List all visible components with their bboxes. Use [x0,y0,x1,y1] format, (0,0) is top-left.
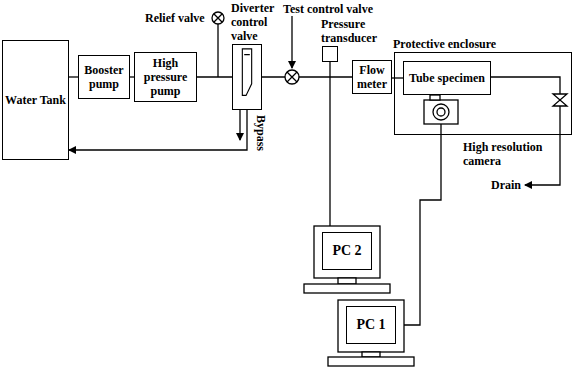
pump-box: High pressure pump [134,52,197,102]
enclosure-region: Protective enclosureTube specimen [394,52,572,135]
valve-label: Test control valve [282,2,374,16]
monitor-frame [314,226,380,278]
node-text: PC 2 [330,243,363,259]
camera-body [424,100,458,124]
bypass-pipe [239,110,240,140]
node-text: Booster pump [79,62,129,92]
test-valve-symbol [285,70,299,84]
node-text: High pressure pump [135,55,196,99]
monitor-stand [362,352,380,357]
pipe-connector [69,110,247,150]
camera-label: High resolution camera [462,140,554,168]
valve-box: Diverter control valve [232,44,262,110]
camera-lens [433,104,449,120]
pc-screen: PC 2 [322,232,372,270]
valve-body [233,45,261,109]
relief-valve-symbol [212,12,224,24]
valve-label: Relief valve [144,11,206,25]
camera-lens-inner [437,108,445,116]
transducer-box: Pressure transducer [322,46,338,62]
camera-cable [404,124,441,325]
node-heading: Protective enclosure [393,37,563,51]
monitor-frame [338,300,404,352]
flowmeter-box: Flow meter [352,60,392,94]
computer-base [304,284,390,293]
relief-pipe [217,24,218,77]
pipe-connector [69,76,78,77]
camera-viewfinder [430,95,440,100]
drain-valve-symbol [553,94,567,106]
drain-label: Drain [490,178,522,192]
pipe-connector [262,76,352,77]
relief-valve-cross [214,14,222,22]
node-text: Water Tank [3,92,68,108]
pipe-connector [329,62,330,232]
node-text: Flow meter [353,62,391,92]
computer-base [328,357,414,366]
node-heading: Pressure transducer [321,17,385,45]
node-text: PC 1 [354,317,387,333]
specimen-box: Tube specimen [403,61,491,95]
tank-box: Water Tank [2,40,69,160]
pc-screen: PC 1 [346,306,396,344]
test-valve-cross [287,72,297,82]
leader-arrow [291,16,292,68]
pipe-connector [197,76,232,77]
monitor-stand [338,278,356,284]
pump-box: Booster pump [78,55,130,99]
outlet-pipe [490,77,560,94]
pipe-label: Bypass [254,114,268,152]
node-text: Tube specimen [407,70,487,86]
valve-spool [242,49,251,96]
